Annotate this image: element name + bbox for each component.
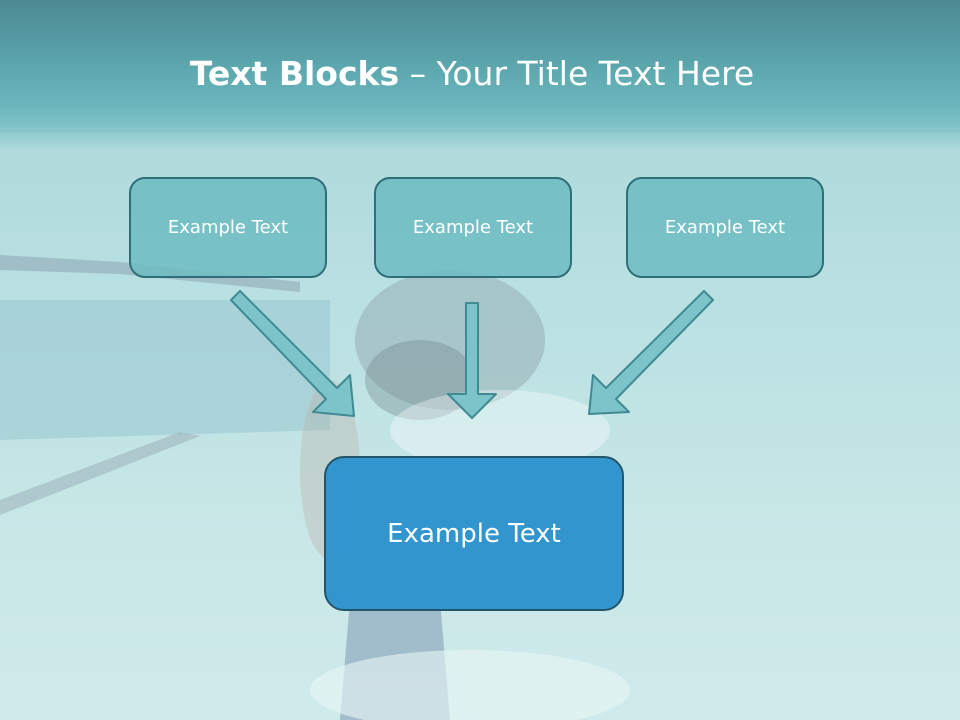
text-block-2[interactable]: Example Text	[374, 177, 572, 278]
target-text-block-label: Example Text	[387, 518, 561, 549]
slide-title: Text Blocks – Your Title Text Here	[0, 52, 944, 96]
target-text-block[interactable]: Example Text	[324, 456, 624, 611]
title-bold-part: Text Blocks	[189, 54, 400, 93]
text-block-3[interactable]: Example Text	[626, 177, 824, 278]
text-block-3-label: Example Text	[664, 217, 786, 238]
text-block-1[interactable]: Example Text	[129, 177, 327, 278]
title-rest-part: – Your Title Text Here	[399, 54, 755, 93]
text-block-2-label: Example Text	[412, 217, 534, 238]
title-band	[0, 0, 960, 150]
text-block-1-label: Example Text	[167, 217, 289, 238]
